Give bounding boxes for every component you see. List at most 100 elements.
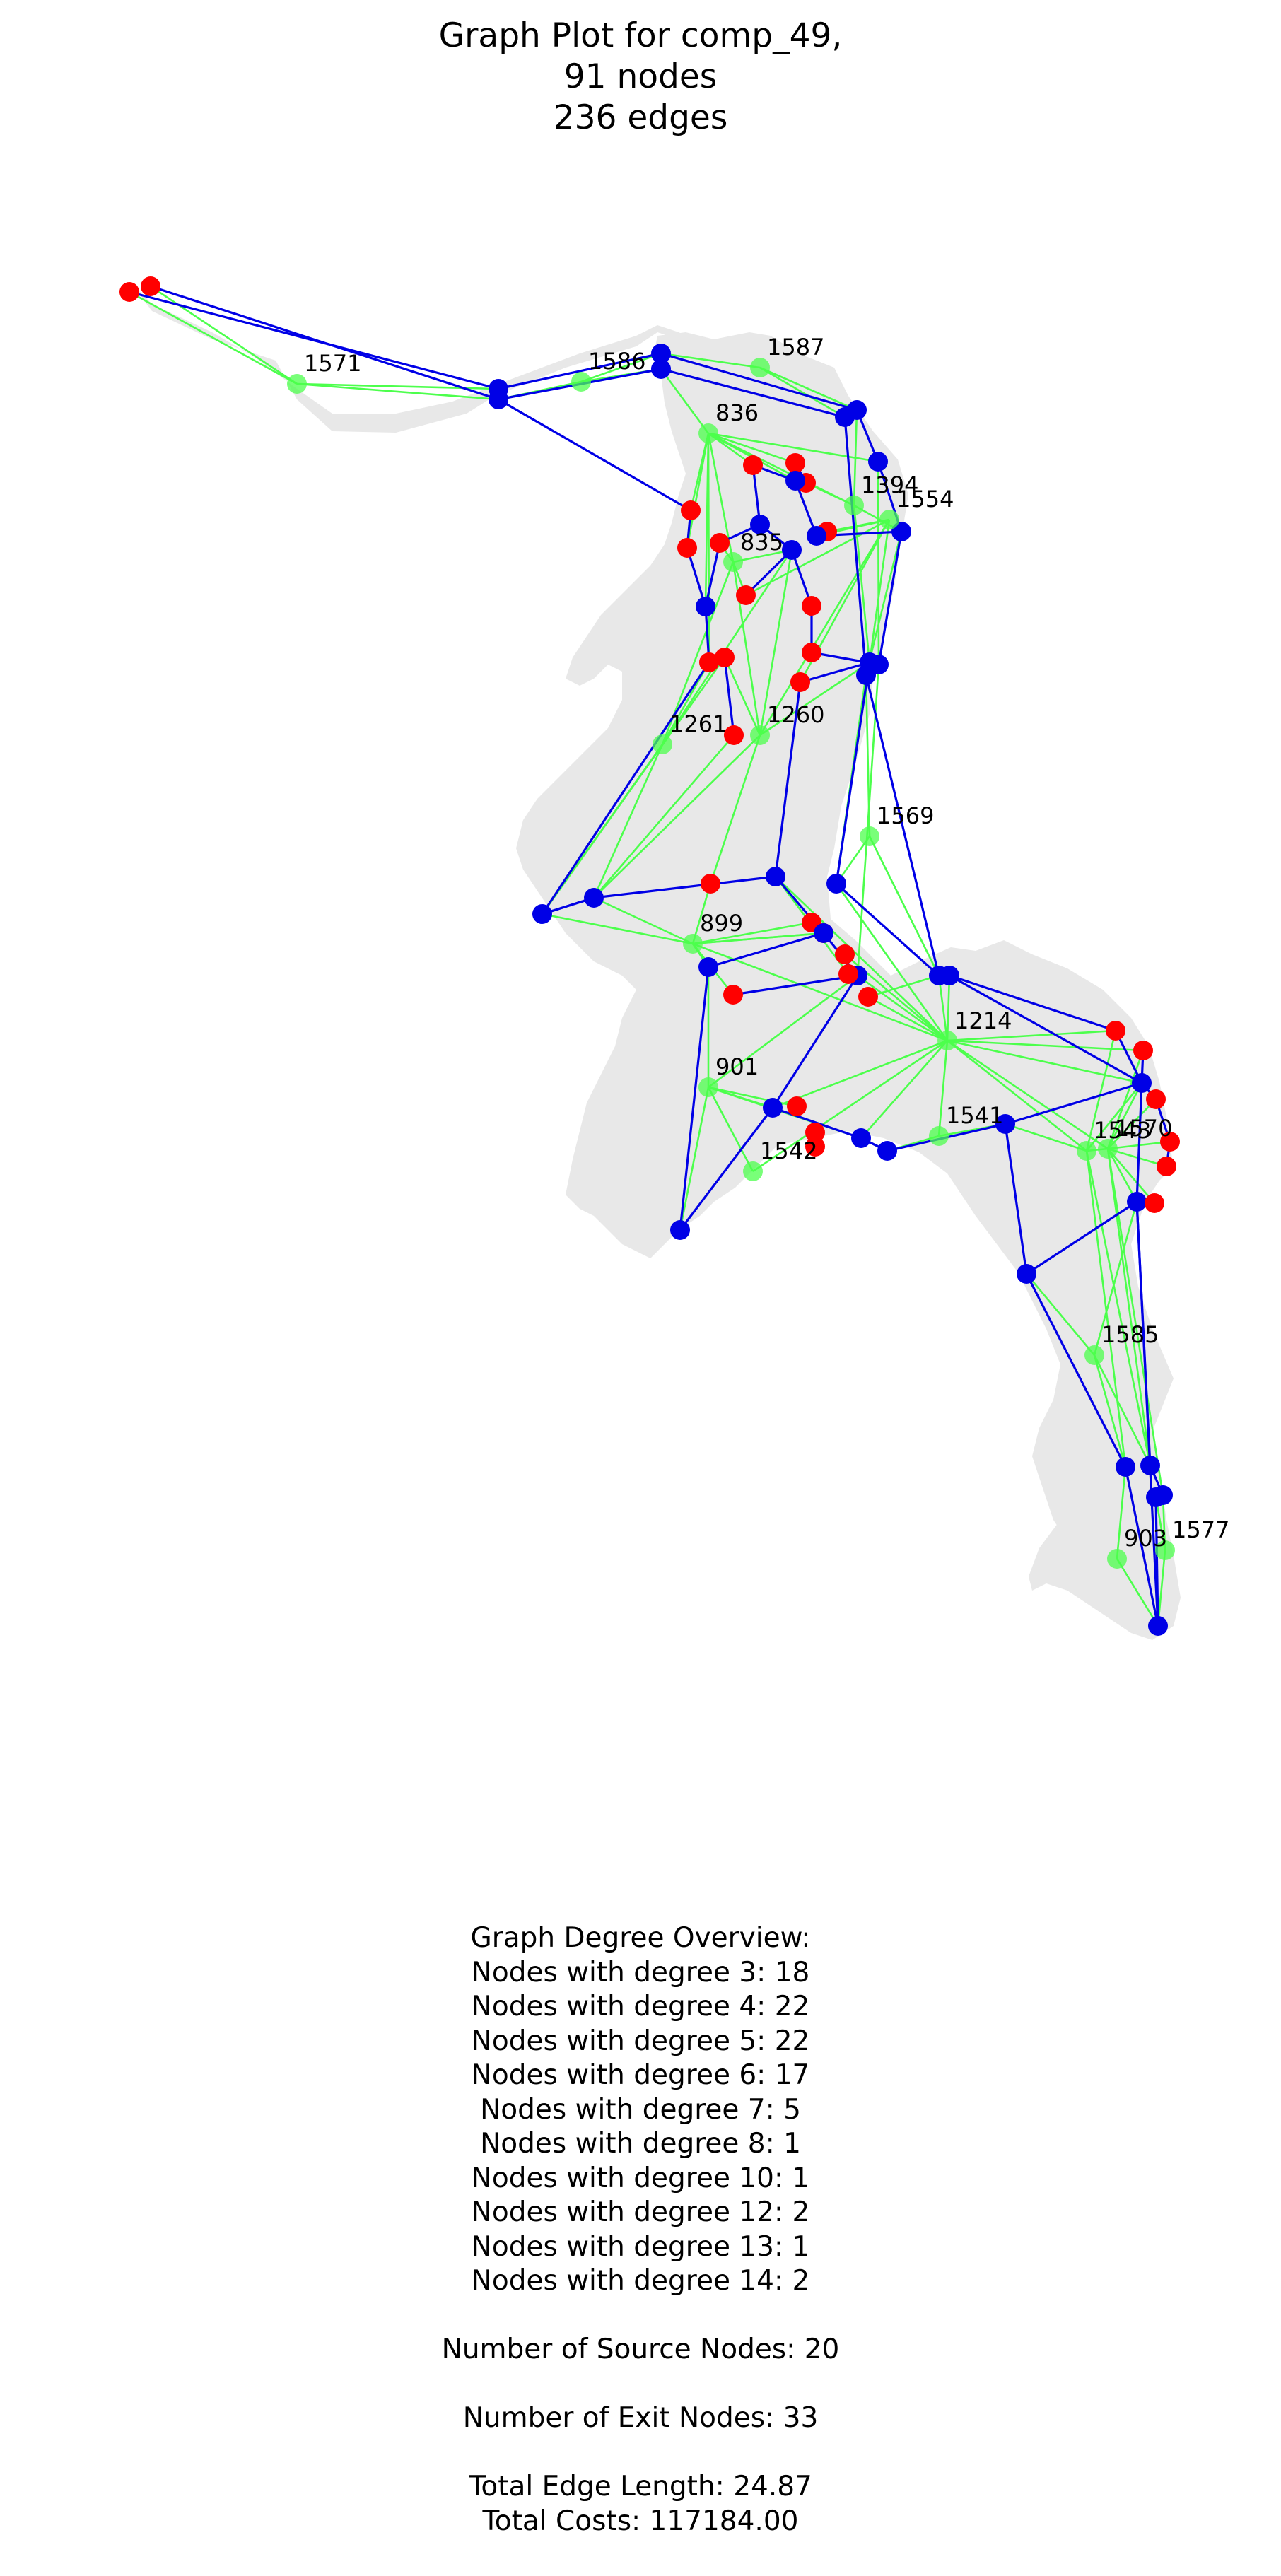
primary-edge xyxy=(660,352,858,411)
node-label: 1569 xyxy=(877,802,934,829)
secondary-edge xyxy=(759,366,846,418)
labeled-node xyxy=(879,510,899,529)
primary-edge xyxy=(732,974,858,996)
secondary-edge xyxy=(947,1039,1087,1152)
exit-node xyxy=(763,1098,783,1118)
exit-node xyxy=(826,874,846,894)
node-label: 1571 xyxy=(304,350,361,377)
source-node xyxy=(1145,1193,1164,1213)
exit-node xyxy=(807,526,826,546)
total-costs: Total Costs: 117184.00 xyxy=(482,2505,799,2537)
secondary-edge xyxy=(660,352,761,369)
labeled-node xyxy=(743,1161,763,1181)
node-label: 1260 xyxy=(767,701,824,728)
secondary-edge xyxy=(1116,1558,1159,1627)
degree-line: Nodes with degree 5: 22 xyxy=(471,2025,810,2057)
exit-node xyxy=(1017,1264,1036,1284)
source-node xyxy=(701,874,720,894)
secondary-edge xyxy=(1093,1354,1127,1468)
secondary-edge xyxy=(860,1040,948,1139)
secondary-edge xyxy=(868,836,940,976)
exit-node xyxy=(489,390,508,409)
primary-edge xyxy=(686,547,707,607)
source-node xyxy=(710,533,730,553)
labeled-node xyxy=(1107,1549,1127,1569)
degree-line: Nodes with degree 6: 17 xyxy=(471,2059,810,2091)
source-node xyxy=(838,964,858,984)
secondary-edge xyxy=(692,932,824,945)
secondary-edge xyxy=(853,505,871,663)
secondary-edge xyxy=(541,657,726,915)
labeled-node xyxy=(653,734,672,754)
primary-edge xyxy=(949,974,1116,1032)
exit-node xyxy=(651,344,671,363)
source-node-count: Number of Source Nodes: 20 xyxy=(441,2334,840,2365)
exit-node xyxy=(1140,1456,1160,1475)
source-node xyxy=(787,1096,807,1116)
primary-edge xyxy=(1005,1082,1142,1125)
secondary-edge xyxy=(708,974,858,1089)
labeled-node xyxy=(1155,1540,1175,1560)
labeled-node xyxy=(750,358,770,377)
source-node xyxy=(724,725,744,745)
node-label: 835 xyxy=(740,529,783,556)
secondary-edge xyxy=(759,519,891,736)
secondary-edge xyxy=(1106,1082,1143,1149)
degree-line: Nodes with degree 7: 5 xyxy=(480,2093,801,2126)
labeled-node xyxy=(287,374,307,394)
secondary-edge xyxy=(877,461,880,665)
exit-node xyxy=(1127,1192,1147,1212)
primary-edge xyxy=(498,398,691,512)
secondary-edge xyxy=(772,1039,948,1109)
degree-line: Nodes with degree 12: 2 xyxy=(471,2196,810,2228)
exit-node xyxy=(698,957,718,977)
secondary-edge xyxy=(660,368,710,434)
node-label: 1214 xyxy=(954,1007,1012,1034)
exit-node xyxy=(1148,1616,1168,1636)
primary-edge xyxy=(835,882,940,977)
exit-node xyxy=(868,452,888,472)
exit-node xyxy=(847,400,867,420)
secondary-edge xyxy=(1116,1466,1127,1559)
exit-node xyxy=(851,1128,871,1148)
primary-edge xyxy=(835,662,871,884)
secondary-edge xyxy=(745,518,890,597)
degree-overview: Graph Degree Overview: Nodes with degree… xyxy=(0,1921,1281,2539)
secondary-edge xyxy=(708,432,796,464)
source-node xyxy=(736,585,756,605)
secondary-edge xyxy=(1093,1354,1152,1466)
secondary-edge xyxy=(592,744,664,898)
source-node xyxy=(802,596,821,616)
labeled-node xyxy=(929,1126,949,1146)
primary-edge xyxy=(1124,1466,1159,1627)
secondary-edge xyxy=(296,382,499,401)
plot-title: Graph Plot for comp_49, 91 nodes 236 edg… xyxy=(0,16,1281,139)
secondary-edge xyxy=(593,734,761,898)
node-label: 836 xyxy=(715,399,759,426)
secondary-edge xyxy=(1085,1150,1152,1466)
secondary-edge xyxy=(946,975,951,1041)
node-label: 1586 xyxy=(588,348,645,375)
secondary-edge xyxy=(857,974,948,1042)
exit-node xyxy=(785,471,805,491)
node-label: 1577 xyxy=(1172,1516,1229,1543)
primary-edge xyxy=(800,661,870,684)
source-node xyxy=(141,276,160,296)
primary-edge xyxy=(949,974,1142,1084)
secondary-edge xyxy=(708,1086,797,1108)
exit-node xyxy=(750,515,770,534)
secondary-edge xyxy=(937,975,949,1041)
node-label: 1542 xyxy=(760,1137,817,1164)
source-node xyxy=(681,500,701,520)
secondary-edge xyxy=(1106,1148,1138,1202)
source-node xyxy=(805,1123,825,1142)
labeled-node xyxy=(937,1031,957,1050)
labeled-node xyxy=(844,496,864,515)
total-edge-length: Total Edge Length: 24.87 xyxy=(469,2471,812,2502)
primary-edge xyxy=(1004,1123,1028,1275)
title-line-2: 91 nodes xyxy=(563,57,718,96)
source-node xyxy=(699,652,719,672)
exit-node xyxy=(1116,1457,1135,1477)
primary-edge xyxy=(498,352,662,390)
